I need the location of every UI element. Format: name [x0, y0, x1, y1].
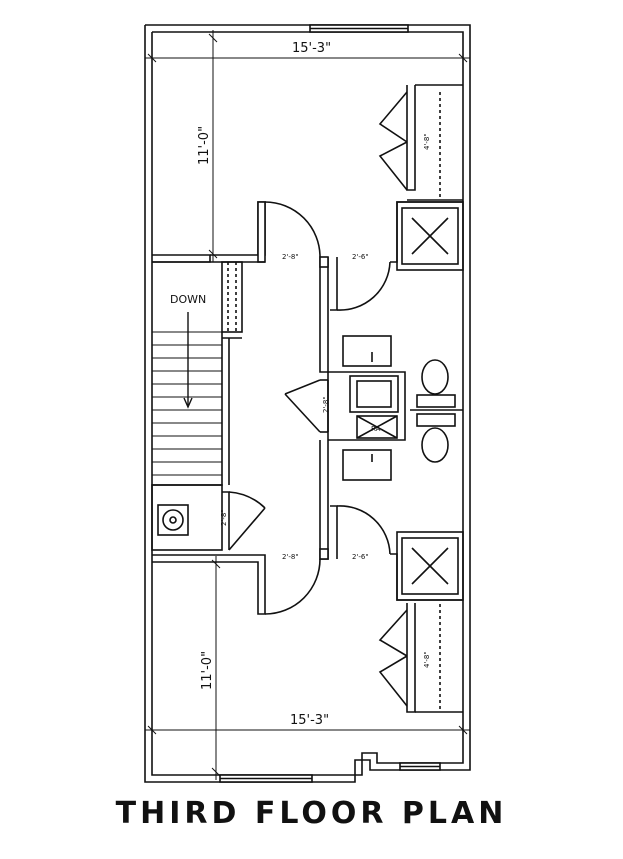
window-bottom-left [219, 774, 313, 783]
label-width-top: 15'-3" [292, 41, 331, 56]
label-door-utility: 2'-8" [322, 396, 330, 413]
stair-treads [152, 312, 222, 476]
dimension-lines [145, 30, 470, 780]
lower-bathroom [330, 413, 464, 601]
upper-bathroom [330, 201, 464, 411]
plan-title: THIRD FLOOR PLAN [115, 796, 508, 831]
label-door-bath-upper: 2'-6" [352, 253, 369, 261]
label-width-bottom: 15'-3" [290, 713, 329, 728]
window-bottom-right [399, 762, 441, 771]
door-upper-bedroom [264, 201, 321, 258]
label-door-bath-lower: 2'-6" [352, 553, 369, 561]
kitchenette [349, 375, 399, 439]
lower-bedroom-walls [152, 554, 266, 615]
label-range: RA [371, 425, 381, 433]
label-depth-top: 11'-0" [197, 126, 212, 165]
upper-closet [378, 84, 463, 201]
laundry-closet [151, 484, 266, 551]
core-walls [319, 256, 406, 560]
door-lower-bedroom [264, 558, 321, 615]
label-depth-bottom: 11'-0" [200, 651, 215, 690]
label-closet-lower: 4'-8" [423, 651, 431, 668]
label-door-hall-upper: 2'-8" [282, 253, 299, 261]
door-utility [284, 379, 321, 433]
upper-bedroom-walls [152, 201, 266, 263]
lower-closet [378, 603, 463, 713]
label-down: DOWN [170, 293, 206, 306]
window-top [309, 24, 409, 33]
label-door-hall-lower: 2'-8" [282, 553, 299, 561]
label-closet-upper: 4'-8" [423, 133, 431, 150]
exterior-walls [144, 24, 471, 783]
label-door-laundry: 2'-8" [220, 509, 228, 526]
